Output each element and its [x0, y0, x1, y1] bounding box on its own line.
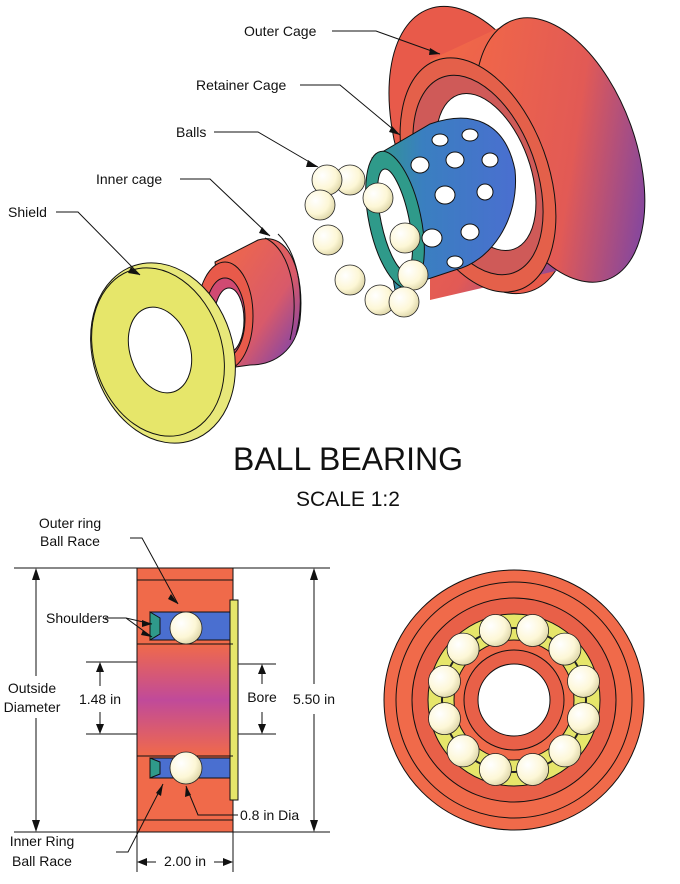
label-shoulders: Shoulders	[46, 610, 109, 626]
front-ball	[548, 734, 582, 768]
drawing-title: BALL BEARING	[233, 441, 463, 477]
label-balls: Balls	[176, 124, 206, 140]
front-ball	[516, 614, 549, 647]
front-ball	[567, 702, 600, 735]
section-view	[136, 567, 239, 833]
front-view-balls	[428, 614, 600, 786]
front-ball	[478, 614, 512, 647]
front-view	[383, 569, 645, 831]
label-bore: Bore	[247, 689, 277, 705]
front-ball	[478, 753, 512, 786]
drawing-scale: SCALE 1:2	[296, 488, 400, 511]
exploded-leaders	[56, 30, 441, 276]
front-ball	[567, 665, 600, 698]
label-shield: Shield	[8, 204, 47, 220]
front-ball	[428, 702, 461, 735]
label-ball-dia: 0.8 in Dia	[240, 807, 299, 823]
balls-part	[304, 164, 429, 318]
label-inner-cage: Inner cage	[96, 171, 162, 187]
front-ball	[548, 632, 582, 666]
front-ball	[516, 753, 549, 786]
label-outer-ring-2: Ball Race	[40, 533, 100, 549]
label-outer-cage: Outer Cage	[244, 23, 317, 39]
label-width-dim: 2.00 in	[164, 853, 206, 869]
label-inner-dim: 1.48 in	[79, 691, 121, 707]
label-outside-2: Diameter	[4, 699, 61, 715]
label-outside-1: Outside	[8, 680, 56, 696]
shield-part	[90, 262, 236, 444]
label-outer-ring-1: Outer ring	[39, 515, 101, 531]
section-dimensions	[14, 537, 330, 872]
label-inner-ring-1: Inner Ring	[10, 833, 75, 849]
label-retainer-cage: Retainer Cage	[196, 77, 286, 93]
label-inner-ring-2: Ball Race	[12, 853, 72, 869]
label-outer-dim: 5.50 in	[293, 691, 335, 707]
front-ball	[428, 665, 461, 698]
front-ball	[446, 734, 480, 768]
front-ball	[446, 632, 480, 666]
